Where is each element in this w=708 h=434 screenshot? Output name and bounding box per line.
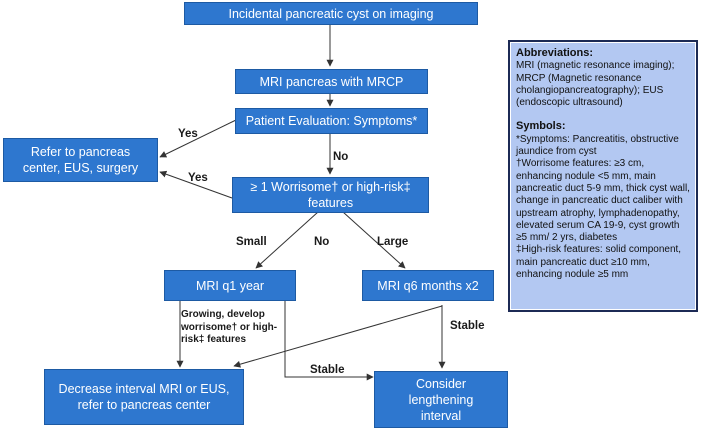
label-no-worrisome: No xyxy=(314,236,330,248)
symbols-heading: Symbols xyxy=(516,120,562,133)
arrow-mri-year-to-lengthen xyxy=(284,300,374,381)
label-large: Large xyxy=(377,236,409,248)
arrow-worrisome-to-refer xyxy=(159,170,233,199)
arrow-mri-6mo-to-decrease xyxy=(233,305,443,368)
box-mri-q6-months: MRI q6 months x2 xyxy=(362,270,494,301)
box-decrease-interval: Decrease interval MRI or EUS, refer to p… xyxy=(44,369,244,425)
label-yes-worrisome: Yes xyxy=(188,172,208,184)
symbol-worrisome: †Worrisome features: ≥3 cm, enhancing no… xyxy=(516,158,690,244)
box-incidental-cyst: Incidental pancreatic cyst on imaging xyxy=(184,2,478,25)
box-patient-evaluation: Patient Evaluation: Symptoms* xyxy=(235,108,428,134)
box-refer-pancreas-center: Refer to pancreas center, EUS, surgery xyxy=(3,138,158,182)
symbol-symptoms: *Symptoms: Pancreatitis, obstructive jau… xyxy=(516,133,679,158)
label-growing: Growing, develop worrisome† or high-risk… xyxy=(181,309,278,345)
abbreviations-text: MRI (magnetic resonance imaging); MRCP (… xyxy=(516,60,675,109)
label-yes-symptoms: Yes xyxy=(178,128,198,140)
label-stable-mri-6mo: Stable xyxy=(450,320,485,332)
arrow-worrisome-to-mri-year xyxy=(255,211,319,269)
symbol-high-risk: ‡High-risk features: solid component, ma… xyxy=(516,244,682,281)
box-mri-q1-year: MRI q1 year xyxy=(164,270,296,301)
label-small: Small xyxy=(236,236,267,248)
abbreviations-heading: Abbreviations xyxy=(516,47,590,59)
legend-panel: Abbreviations: MRI (magnetic resonance i… xyxy=(508,40,698,312)
box-worrisome-features: ≥ 1 Worrisome† or high-risk‡ features xyxy=(232,177,429,213)
label-stable-mri-year: Stable xyxy=(310,364,345,376)
arrow-worrisome-to-mri-6mo xyxy=(342,211,406,269)
label-no-symptoms: No xyxy=(333,151,349,163)
box-mri-mrcp: MRI pancreas with MRCP xyxy=(235,69,428,94)
arrow-evaluation-to-refer xyxy=(159,119,237,158)
box-consider-lengthening: Consider lengthening interval xyxy=(374,371,508,428)
